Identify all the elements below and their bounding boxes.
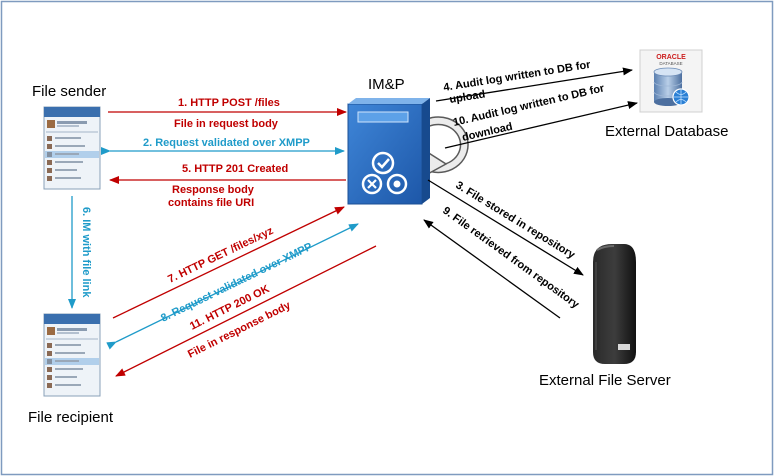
arrow-step-11 (115, 245, 377, 377)
oracle-brand: ORACLE (656, 54, 686, 61)
step-2-label: 2. Request validated over XMPP (143, 137, 310, 149)
arrow-step-3 (427, 179, 584, 276)
step-5-label: 5. HTTP 201 Created (182, 163, 288, 175)
fileserver-label: External File Server (539, 372, 671, 389)
arrow-step-8 (106, 223, 359, 350)
step-6-label: 6. IM with file link (80, 207, 92, 298)
file-server-icon (593, 244, 636, 364)
arrow-step-9 (423, 219, 561, 319)
recipient-client-icon (43, 313, 101, 397)
database-label: External Database (605, 123, 728, 140)
arrow-step-4 (435, 67, 633, 102)
arrow-step-10 (444, 101, 638, 149)
step-4-label-b: upload (449, 88, 486, 105)
step-1-body-label: File in request body (174, 118, 279, 130)
oracle-database-icon: ORACLE DATABASE (639, 49, 703, 113)
sender-label: File sender (32, 83, 106, 100)
step-5-body-label-a: Response body (172, 184, 255, 196)
oracle-sub: DATABASE (659, 61, 682, 66)
recipient-label: File recipient (28, 409, 114, 426)
step-5-body-label-b: contains file URI (168, 197, 254, 209)
sender-client-icon (43, 106, 101, 190)
imp-server-icon (347, 98, 469, 205)
imp-label: IM&P (368, 76, 405, 93)
step-1-label: 1. HTTP POST /files (178, 97, 280, 109)
